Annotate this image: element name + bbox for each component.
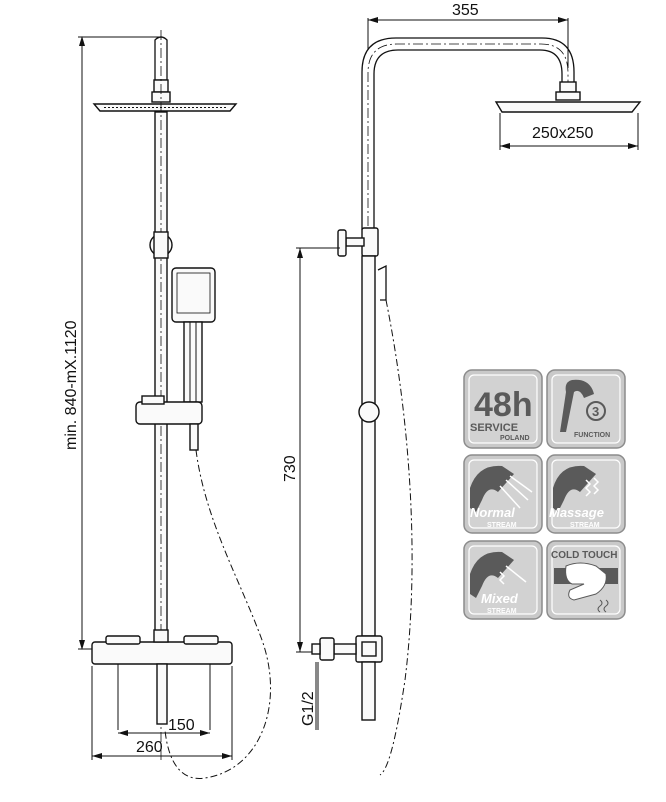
svg-text:POLAND: POLAND — [500, 435, 530, 442]
bar-height-label: 730 — [282, 455, 299, 482]
side-view: 355 250x250 730 — [282, 2, 642, 776]
svg-text:STREAM: STREAM — [570, 522, 600, 529]
svg-text:STREAM: STREAM — [487, 522, 517, 529]
svg-text:SERVICE: SERVICE — [470, 422, 518, 434]
inner-spacing-label: 150 — [168, 717, 195, 734]
shower-head-icon — [553, 465, 596, 512]
svg-text:FUNCTION: FUNCTION — [574, 432, 610, 439]
svg-text:STREAM: STREAM — [487, 608, 517, 615]
svg-text:Mixed: Mixed — [481, 591, 519, 606]
hand-shower-grid — [176, 272, 211, 314]
svg-text:Normal: Normal — [470, 505, 515, 520]
front-view: min. 840-mX.1120 — [63, 30, 271, 779]
svg-text:Massage: Massage — [549, 505, 604, 520]
badge-function: 3 FUNCTION — [546, 369, 626, 449]
svg-text:COLD TOUCH: COLD TOUCH — [551, 550, 617, 561]
hand-icon — [565, 562, 607, 601]
thread-label: G1/2 — [300, 691, 317, 726]
badge-service: 48h SERVICE POLAND — [463, 369, 543, 449]
shower-head-icon — [470, 551, 514, 598]
badge-mixed-stream: Mixed STREAM — [463, 540, 543, 620]
svg-text:48h: 48h — [474, 386, 533, 424]
mixer-width-label: 260 — [136, 739, 163, 756]
svg-text:3: 3 — [592, 404, 599, 419]
badge-normal-stream: Normal STREAM — [463, 454, 543, 534]
hand-shower-icon — [560, 379, 594, 432]
total-width-label: 355 — [452, 2, 479, 19]
feature-badges: 48h SERVICE POLAND 3 FUNCTION Normal STR… — [463, 369, 626, 620]
height-range-label: min. 840-mX.1120 — [63, 320, 80, 450]
badge-cold-touch: COLD TOUCH — [546, 540, 626, 620]
shower-head-icon — [470, 465, 514, 512]
badge-massage-stream: Massage STREAM — [546, 454, 626, 534]
head-size-label: 250x250 — [532, 125, 593, 142]
